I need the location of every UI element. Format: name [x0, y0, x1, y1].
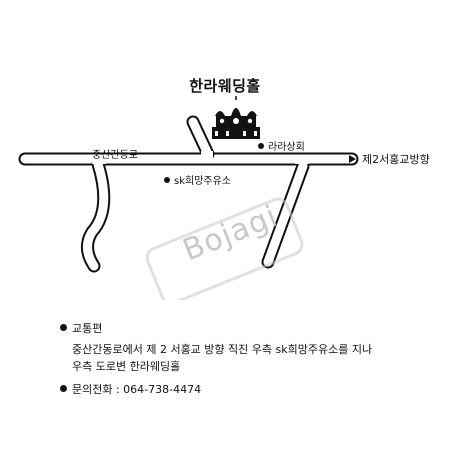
landmark-gas-label: sk희망주유소: [174, 176, 232, 187]
destination-label: 제2서홍교방향: [362, 153, 430, 166]
venue-access-road: [186, 115, 215, 161]
landmark-gas-station: sk희망주유소: [164, 172, 231, 187]
road-label: 중산간동로: [92, 150, 138, 161]
wedding-hall-icon: [212, 96, 260, 139]
direction-arrow-icon: [349, 155, 356, 163]
contact-phone: 문의전화 : 064-738-4474: [60, 381, 201, 397]
route-map: [18, 96, 359, 300]
contact-phone-label: 문의전화 : 064-738-4474: [72, 383, 202, 396]
location-dot-icon: [164, 177, 170, 183]
transport-description-line-1: 중산간동로에서 제 2 서홍교 방향 직진 우측 sk희망주유소를 지나: [72, 343, 373, 356]
southwest-road: [81, 157, 111, 273]
landmark-rara-store: 라라상회: [258, 138, 305, 153]
location-dot-icon: [258, 143, 264, 149]
southeast-road: [261, 159, 310, 269]
transport-heading: 교통편: [60, 320, 102, 336]
transport-description-line-2: 우측 도로변 한라웨딩홀: [72, 360, 181, 373]
bullet-icon: [60, 324, 67, 331]
watermark-badge: [145, 197, 304, 300]
transport-heading-label: 교통편: [72, 322, 103, 335]
bullet-icon: [60, 385, 67, 392]
landmark-rara-label: 라라상회: [268, 142, 305, 153]
venue-title: 한라웨딩홀: [189, 77, 261, 95]
